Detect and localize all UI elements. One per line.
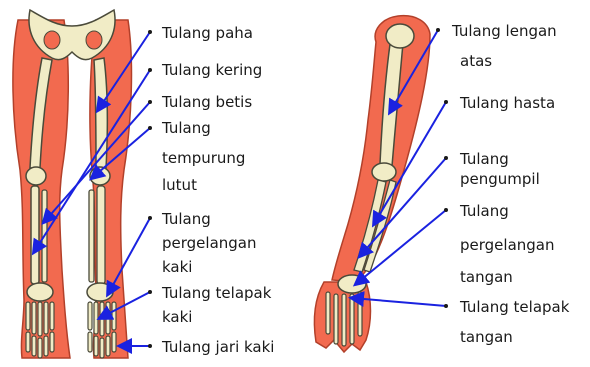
label-tulang-kering: Tulang kering [162,61,262,79]
label-telapak-tangan-line2: tangan [460,328,513,346]
left-tibia [31,186,39,284]
left-ankle [27,283,53,301]
pelvis-hole-right [86,31,102,49]
label-tempurung-line2: tempurung [162,149,245,167]
label-tulang-hasta: Tulang hasta [460,94,555,112]
label-lengan-atas-line2: atas [460,52,492,70]
label-tulang-paha: Tulang paha [162,24,253,42]
wrist-bones [338,275,366,293]
pelvis-hole-left [44,31,60,49]
right-tibia [97,186,105,284]
right-fibula [89,190,94,282]
label-pergelangan-tangan-line2: pergelangan [460,236,555,254]
label-pengumpil-line1: Tulang [460,150,509,168]
label-telapak-tangan-line1: Tulang telapak [460,298,569,316]
legs-illustration [13,10,132,358]
label-pengumpil-line2: pengumpil [460,170,540,188]
label-pergelangan-tangan-line3: tangan [460,268,513,286]
label-pergelangan-kaki-line1: Tulang [162,210,211,228]
label-pergelangan-kaki-line2: pergelangan [162,234,257,252]
label-tulang-jari-kaki: Tulang jari kaki [162,338,274,356]
leg-leader-dots [148,30,152,348]
label-pergelangan-kaki-line3: kaki [162,258,192,276]
label-pergelangan-tangan-line1: Tulang [460,202,509,220]
label-lengan-atas-line1: Tulang lengan [452,22,557,40]
shoulder-joint [386,24,414,48]
label-telapak-kaki-line2: kaki [162,308,192,326]
label-telapak-kaki-line1: Tulang telapak [162,284,271,302]
label-tulang-betis: Tulang betis [162,93,252,111]
label-tempurung-line1: Tulang [162,119,211,137]
arm-illustration [314,16,430,352]
left-kneecap [26,167,46,185]
elbow-joint [372,163,396,181]
label-tempurung-line3: lutut [162,176,197,194]
